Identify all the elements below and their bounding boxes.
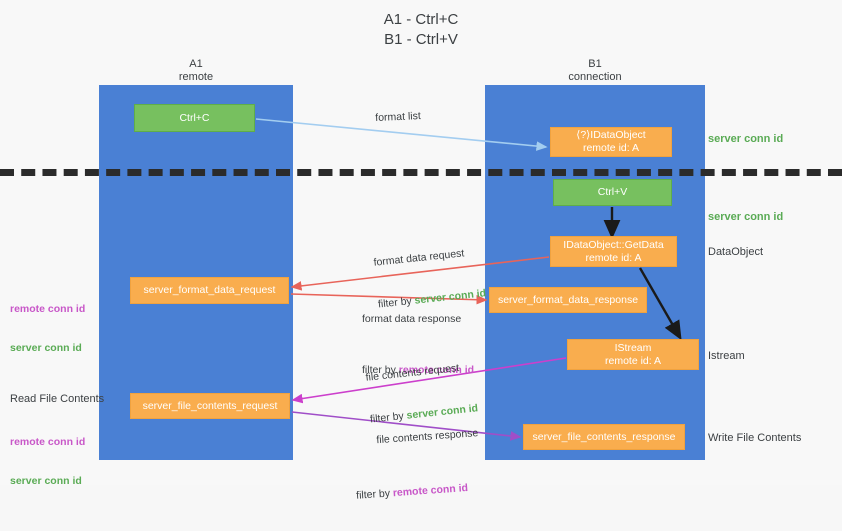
label-istream: Istream [708,350,745,362]
box-idataobject[interactable]: ⟨?⟩IDataObject remote id: A [550,127,672,157]
arrow-label-file-contents-response: file contents response filter by remote … [350,398,484,530]
box-idataobject-getdata[interactable]: IDataObject::GetData remote id: A [550,236,677,267]
label-server-conn-id-mid: server conn id [708,211,784,223]
label-write-file-contents: Write File Contents [708,432,802,444]
arrow-label-format-list: format list [375,110,422,124]
dashed-separator [0,169,842,176]
diagram-canvas: A1 - Ctrl+C B1 - Ctrl+V A1 remote B1 con… [0,11,842,502]
box-server-file-contents-response[interactable]: server_file_contents_response [523,424,685,450]
lane-header-b1: B1 connection [568,58,622,83]
arrow-label-file-contents-response-filter: filter by remote conn id [356,480,483,503]
label-server-conn-id-left-1: server conn id [10,342,82,354]
box-server-format-data-request[interactable]: server_format_data_request [130,277,289,304]
box-istream[interactable]: IStream remote id: A [567,339,699,370]
label-left-conn-ids-top: remote conn id server conn id [10,277,85,381]
arrow-label-format-data-response: format data response filter by remote co… [362,284,474,405]
label-read-file-contents: Read File Contents [10,393,105,405]
filter-value-remote-conn-id: remote conn id [398,364,475,376]
label-left-conn-ids-bottom: remote conn id server conn id [10,410,85,514]
box-server-file-contents-request[interactable]: server_file_contents_request [130,393,290,419]
box-ctrl-c[interactable]: Ctrl+C [134,104,255,132]
label-remote-conn-id-2: remote conn id [10,436,86,448]
filter-prefix: filter by [355,487,394,502]
arrow-label-format-data-request-text: format data request [373,247,465,269]
arrow-label-format-data-response-filter: filter by remote conn id [362,363,474,377]
box-ctrl-v[interactable]: Ctrl+V [553,179,672,206]
arrow-label-file-contents-request-text: file contents request [365,362,460,384]
filter-prefix: filter by [362,364,399,376]
label-server-conn-id-top: server conn id [708,133,784,145]
arrow-label-file-contents-response-text: file contents response [375,427,479,447]
arrow-label-format-data-response-text: format data response [362,313,462,325]
page-title: A1 - Ctrl+C B1 - Ctrl+V [383,11,459,48]
label-remote-conn-id-1: remote conn id [10,303,86,315]
lane-header-a1: A1 remote [178,58,214,83]
box-server-format-data-response[interactable]: server_format_data_response [489,287,647,313]
label-server-conn-id-left-2: server conn id [10,475,82,487]
label-dataobject: DataObject [708,246,764,258]
